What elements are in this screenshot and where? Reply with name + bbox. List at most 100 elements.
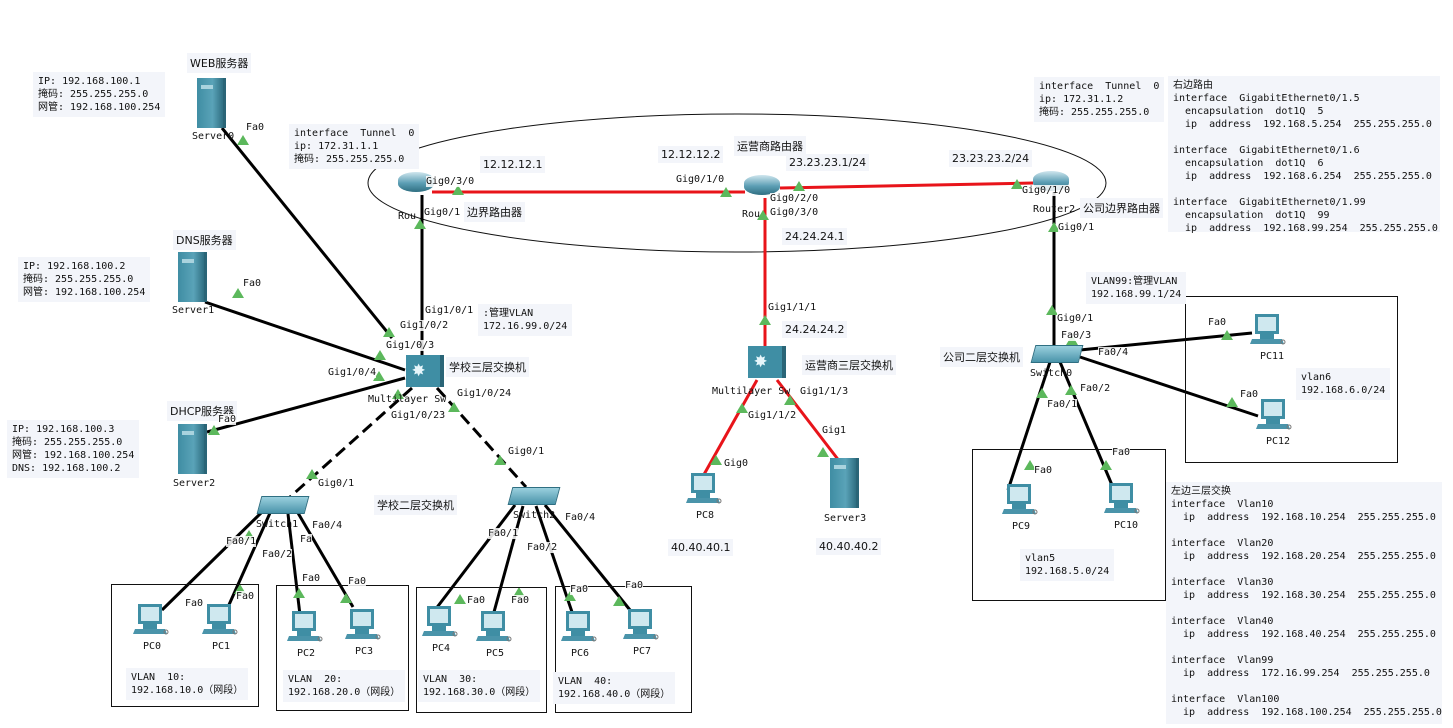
router-icon[interactable] [744, 175, 780, 195]
pc-icon[interactable] [202, 603, 238, 639]
pc-label: PC11 [1260, 351, 1285, 362]
port-label: Gig1/0/23 [391, 410, 446, 421]
port-label: Gig0/1 [318, 478, 355, 489]
port-status-icon [414, 219, 426, 229]
pc-label: PC2 [297, 648, 316, 659]
pc-label: PC7 [633, 646, 652, 657]
port-label: Fa0 [185, 598, 204, 609]
server-icon[interactable] [830, 458, 859, 508]
wan-link [775, 379, 842, 463]
company-router-role: 公司边界路由器 [1080, 198, 1163, 218]
port-status-icon [293, 588, 305, 598]
school-l2-role: 学校二层交换机 [374, 495, 457, 515]
port-status-icon [374, 350, 386, 360]
server-icon[interactable] [178, 424, 207, 474]
pc-icon[interactable] [1002, 483, 1038, 519]
port-label: Gig0/1/0 [676, 174, 725, 185]
port-label: Fa0 [218, 414, 237, 425]
pc-label: PC12 [1266, 436, 1291, 447]
pc-icon[interactable] [476, 610, 512, 646]
port-status-icon [1011, 179, 1023, 189]
port-label: Fa0 [246, 122, 265, 133]
pc-icon[interactable] [1250, 313, 1286, 349]
port-label: Fa [300, 534, 313, 545]
pc-icon[interactable] [422, 605, 458, 641]
router2-label: Router2 [1033, 204, 1076, 215]
port-status-icon [373, 371, 385, 381]
school-mgmt-vlan-note: :管理VLAN 172.16.99.0/24 [478, 304, 573, 336]
port-status-icon [454, 594, 466, 604]
ip-server3: 40.40.40.2 [816, 538, 882, 555]
port-label: Fa0/1 [1047, 399, 1078, 410]
port-status-icon [1221, 330, 1233, 340]
wan-link [700, 379, 759, 479]
ip-r0-wan: 12.12.12.1 [480, 156, 546, 173]
vlan10-area [111, 584, 259, 707]
port-label: Fa0 [570, 584, 589, 595]
port-status-icon [759, 315, 771, 325]
port-label: Gig1/1/3 [800, 386, 849, 397]
pc-icon[interactable] [287, 610, 323, 646]
port-status-icon [306, 469, 318, 479]
port-status-icon [237, 135, 249, 145]
multilayer-switch-icon[interactable] [748, 346, 786, 378]
port-status-icon [1100, 460, 1112, 470]
web-server-note: IP: 192.168.100.1 掩码: 255.255.255.0 网管: … [33, 72, 166, 117]
pc-label: PC9 [1012, 521, 1031, 532]
isp-mls-role: 运营商三层交换机 [802, 355, 896, 375]
port-status-icon [736, 403, 748, 413]
vlan5-area [972, 449, 1166, 601]
port-label: Fa0 [236, 591, 255, 602]
port-label: Gig1/0/2 [400, 320, 449, 331]
vlan20-area [276, 585, 409, 711]
vlan30-note: VLAN 30: 192.168.30.0（网段） [418, 670, 541, 702]
port-label: Gig0/1/0 [1022, 185, 1071, 196]
dhcp-server-note: IP: 192.168.100.3 掩码: 255.255.255.0 网管: … [7, 420, 140, 478]
port-status-icon [232, 288, 244, 298]
router1-label: Rou [742, 209, 761, 220]
port-label: Gig0/1 [424, 207, 461, 218]
switch-icon[interactable] [256, 496, 310, 514]
port-label: Fa0/2 [527, 542, 558, 553]
switch-icon[interactable] [1030, 345, 1084, 363]
tunnel-right-note: interface Tunnel 0 ip: 172.31.1.2 掩码: 25… [1034, 77, 1165, 122]
pc-icon[interactable] [1256, 398, 1292, 434]
server-icon[interactable] [197, 78, 226, 128]
pc-icon[interactable] [686, 472, 722, 508]
isp-mls-label: Multilayer Sw [712, 386, 791, 397]
port-label: Gig1/1/1 [768, 302, 817, 313]
server-icon[interactable] [178, 252, 207, 302]
switch-icon[interactable] [507, 487, 561, 505]
pc-icon[interactable] [623, 608, 659, 644]
switch0-label: Switch0 [1030, 368, 1073, 379]
port-status-icon [208, 425, 220, 435]
lan-link [1006, 361, 1052, 491]
port-status-icon [793, 181, 805, 191]
isp-router-role: 运营商路由器 [734, 136, 806, 156]
pc-label: PC0 [143, 641, 162, 652]
border-router-role: 边界路由器 [464, 202, 525, 222]
port-label: Gig1/0/1 [425, 305, 474, 316]
server0-label: Server0 [192, 131, 235, 142]
pc-icon[interactable] [345, 608, 381, 644]
vlan40-area [555, 586, 692, 713]
vlan30-area [416, 587, 547, 713]
company-mgmt-vlan-note: VLAN99:管理VLAN 192.168.99.1/24 [1086, 272, 1187, 304]
port-status-icon [392, 389, 404, 399]
vlan40-note: VLAN 40: 192.168.40.0（网段） [553, 672, 676, 704]
pc-icon[interactable] [1104, 482, 1140, 518]
router-icon[interactable] [398, 172, 434, 192]
server2-label: Server2 [173, 478, 216, 489]
multilayer-switch-icon[interactable] [406, 355, 444, 387]
tunnel-ellipse [367, 113, 1107, 253]
right-router-config-note: 右边路由 interface GigabitEthernet0/1.5 enca… [1168, 76, 1440, 234]
school-mls-role: 学校三层交换机 [446, 357, 529, 377]
pc-icon[interactable] [561, 610, 597, 646]
port-label: Fa0 [1112, 447, 1131, 458]
pc-icon[interactable] [133, 603, 169, 639]
port-label: Gig0/1 [1058, 222, 1095, 233]
port-label: Gig0/3/0 [426, 176, 475, 187]
ip-r1-down: 24.24.24.1 [782, 228, 848, 245]
port-label: Fa0 [1240, 389, 1259, 400]
port-label: Gig1/1/2 [748, 410, 797, 421]
